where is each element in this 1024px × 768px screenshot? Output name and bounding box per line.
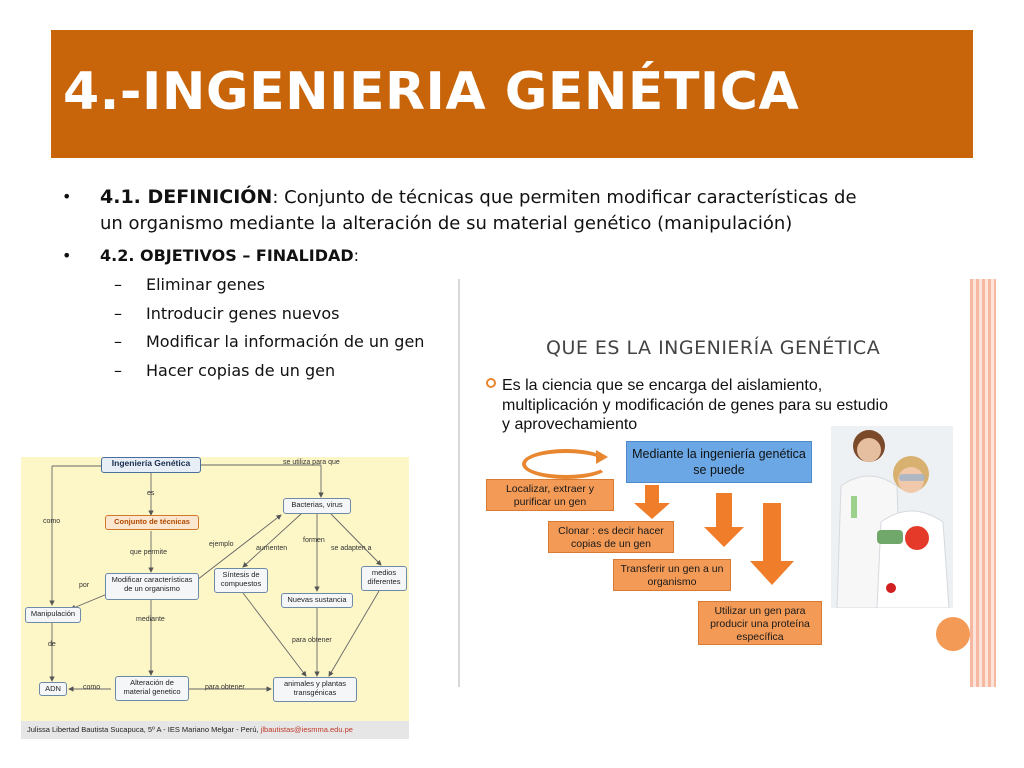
credit-text: Julissa Libertad Bautista Sucapuca, 5º A… [27, 725, 259, 734]
label-mediante: mediante [136, 616, 165, 623]
swirl-arrow-icon [522, 449, 610, 479]
dash-icon: – [114, 360, 122, 380]
concept-map: Ingeniería Genética Conjunto de técnicas… [21, 457, 409, 739]
label-formen: formen [303, 537, 325, 544]
step-box-1: Localizar, extraer y purificar un gen [486, 479, 614, 511]
scientists-illustration [831, 426, 953, 608]
dash-icon: – [114, 332, 122, 351]
node-ingenieria-genetica: Ingeniería Genética [101, 457, 201, 473]
node-modificar: Modificar características de un organism… [105, 573, 199, 600]
label-como-adn: como [83, 684, 101, 691]
label-aumenten: aumenten [256, 545, 288, 552]
label-se-adapten: se adapten a [331, 545, 372, 552]
definition-term: 4.1. DEFINICIÓN [100, 186, 273, 208]
node-animales-plantas: animales y plantas transgénicas [273, 677, 357, 702]
dash-icon: – [114, 275, 122, 294]
swirl-arrowhead-icon [596, 450, 608, 464]
objective-text: Modificar la información de un gen [146, 332, 425, 351]
objectives-suffix: : [353, 246, 360, 265]
step-box-3: Transferir un gen a un organismo [613, 559, 731, 591]
dash-icon: – [114, 303, 122, 323]
step-box-2: Clonar : es decir hacer copias de un gen [548, 521, 674, 553]
bullet-icon: • [62, 187, 72, 206]
list-item: – Hacer copias de un gen [114, 357, 860, 386]
node-nuevas-sustancia: Nuevas sustancia [281, 593, 353, 608]
panel-stripes [970, 279, 996, 687]
label-ejemplo: ejemplo [209, 541, 234, 548]
node-alteracion: Alteración de material genetico [115, 676, 189, 701]
label-por: por [79, 582, 90, 589]
label-como: como [43, 518, 61, 525]
node-adn: ADN [39, 682, 67, 696]
down-arrow-icon [704, 493, 744, 547]
definition-bullet: • 4.1. DEFINICIÓN: Conjunto de técnicas … [60, 184, 860, 237]
node-sintesis: Síntesis de compuestos [214, 568, 268, 593]
label-que-permite: que permite [130, 549, 167, 556]
list-item: – Introducir genes nuevos [114, 300, 860, 329]
node-medios-diferentes: medios diferentes [361, 566, 407, 591]
node-manipulacion: Manipulación [25, 607, 81, 623]
credit-email: jlbautistas@iesmma.edu.pe [260, 725, 353, 734]
objectives-bullet: • 4.2. OBJETIVOS – FINALIDAD: [60, 245, 860, 267]
panel-description: Es la ciencia que se encarga del aislami… [502, 377, 888, 433]
label-para-obtener-2: para obtener [205, 684, 245, 691]
decorative-circle [936, 617, 970, 651]
list-item: – Modificar la información de un gen [114, 328, 860, 357]
down-arrow-icon [634, 485, 670, 519]
definition-text: : Conjunto de técnicas que permiten modi… [100, 187, 857, 234]
panel-left-edge [458, 279, 460, 687]
objectives-term: 4.2. OBJETIVOS – FINALIDAD [100, 246, 354, 265]
objectives-list: – Eliminar genes – Introducir genes nuevos… [60, 271, 860, 385]
panel-title: QUE ES LA INGENIERÍA GENÉTICA [546, 337, 881, 359]
label-se-utiliza: se utiliza para que [283, 459, 340, 466]
label-es: es [147, 490, 155, 497]
label-para-obtener: para obtener [292, 637, 332, 644]
label-de: de [48, 641, 56, 648]
slide-title: 4.-INGENIERIA GENÉTICA [63, 62, 800, 122]
objective-text: Eliminar genes [146, 275, 265, 294]
scientists-photo [831, 426, 953, 608]
bullet-icon: • [62, 246, 72, 265]
title-bar: 4.-INGENIERIA GENÉTICA [51, 30, 973, 158]
node-bacterias-virus: Bacterias, virus [283, 498, 351, 514]
list-item: – Eliminar genes [114, 271, 860, 300]
objective-text: Introducir genes nuevos [146, 303, 340, 323]
genetic-engineering-panel: QUE ES LA INGENIERÍA GENÉTICA Es la cien… [458, 279, 996, 687]
down-arrow-icon [750, 503, 794, 585]
objective-text: Hacer copias de un gen [146, 360, 336, 380]
concept-map-credit: Julissa Libertad Bautista Sucapuca, 5º A… [21, 721, 409, 739]
bullet-list: • 4.1. DEFINICIÓN: Conjunto de técnicas … [60, 184, 860, 385]
blue-box: Mediante la ingeniería genética se puede [626, 441, 812, 483]
node-conjunto-tecnicas: Conjunto de técnicas [105, 515, 199, 530]
step-box-4: Utilizar un gen para producir una proteí… [698, 601, 822, 645]
